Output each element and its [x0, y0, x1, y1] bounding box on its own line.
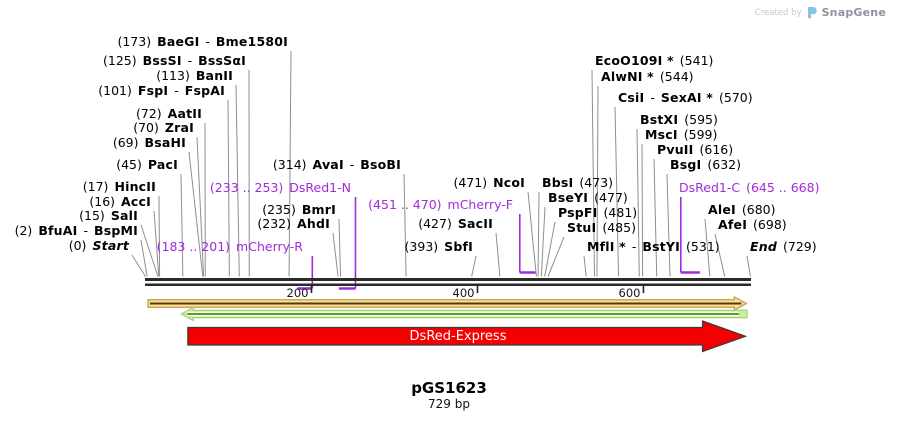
snapgene-watermark: Created by SnapGene: [755, 6, 886, 19]
leader-line: [288, 50, 292, 277]
leader-line: [540, 206, 546, 277]
dsred-express-feature-label: DsRed-Express: [409, 328, 507, 344]
site-label-AvaI-BsoBI[interactable]: (314)AvaI - BsoBI: [272, 157, 401, 172]
leader-line: [746, 255, 751, 277]
leader-line: [704, 218, 711, 277]
site-label-SbfI[interactable]: (393)SbfI: [404, 239, 473, 254]
site-label-FspI-FspAI[interactable]: (101)FspI - FspAI: [98, 83, 225, 98]
site-label-NcoI[interactable]: (471)NcoI: [453, 175, 525, 190]
snapgene-logo-icon: [807, 7, 817, 19]
site-label-MscI[interactable]: MscI(599): [645, 127, 718, 142]
site-label-Start: (0)Start: [68, 238, 129, 253]
leader-line: [583, 255, 587, 277]
leader-line: [527, 191, 537, 277]
site-label-BsaHI[interactable]: (69)BsaHI: [112, 135, 186, 150]
leader-line: [140, 224, 159, 277]
site-label-SacII[interactable]: (427)SacII: [418, 216, 493, 231]
leader-line: [140, 239, 148, 277]
leader-line: [714, 233, 726, 277]
leader-line: [196, 136, 205, 277]
leader-line: [653, 158, 658, 277]
leader-line: [471, 255, 477, 277]
leader-line: [537, 191, 540, 277]
site-label-BbsI[interactable]: BbsI(473): [542, 175, 613, 190]
ruler-label-600: 600: [618, 286, 641, 300]
site-label-BanII[interactable]: (113)BanII: [156, 68, 233, 83]
leader-line: [235, 84, 240, 277]
site-label-CsiI-SexAI[interactable]: CsiI - SexAI *(570): [618, 90, 753, 105]
leader-line: [547, 236, 565, 277]
site-label-StuI[interactable]: StuI(485): [567, 220, 636, 235]
site-label-AhdI[interactable]: (232)AhdI: [257, 216, 330, 231]
site-label-BssSI-BssSI[interactable]: (125)BssSI - BssSαI: [102, 53, 246, 68]
site-label-End: End(729): [750, 239, 817, 254]
created-by-text: Created by: [754, 7, 802, 18]
site-label-HincII[interactable]: (17)HincII: [82, 179, 156, 194]
leader-line: [591, 69, 595, 277]
site-label-PvuII[interactable]: PvuII(616): [657, 142, 734, 157]
site-label-BstXI[interactable]: BstXI(595): [640, 112, 718, 127]
site-label-ZraI[interactable]: (70)ZraI: [133, 120, 194, 135]
leader-line: [403, 173, 407, 277]
site-label-BmrI[interactable]: (235)BmrI: [262, 202, 336, 217]
leader-line: [636, 128, 640, 277]
plasmid-name: pGS1623: [411, 379, 487, 397]
site-label-MflI-BstYI[interactable]: MflI * - BstYI(531): [587, 239, 720, 254]
primer-label-DsRed1-C[interactable]: DsRed1-C(645 .. 668): [679, 180, 820, 195]
sequence-line-top[interactable]: [145, 278, 751, 281]
leader-line: [666, 173, 671, 277]
leader-line: [153, 210, 160, 277]
leader-line: [158, 195, 161, 277]
leader-line: [188, 151, 204, 277]
site-label-BfuAI-BspMI[interactable]: (2)BfuAI - BspMI: [14, 223, 138, 238]
site-label-EcoO109I[interactable]: EcoO109I *(541): [595, 53, 714, 68]
primer-label-mCherry-R[interactable]: (183 .. 201)mCherry-R: [156, 239, 303, 254]
primer-label-mCherry-F[interactable]: (451 .. 470)mCherry-F: [368, 197, 513, 212]
title-block: pGS1623 729 bp: [0, 379, 898, 413]
leader-line: [495, 232, 501, 277]
site-label-BsgI[interactable]: BsgI(632): [670, 157, 741, 172]
site-label-AccI[interactable]: (16)AccI: [89, 194, 151, 209]
primer-label-DsRed1-N[interactable]: (233 .. 253)DsRed1-N: [209, 180, 351, 195]
leader-line: [641, 143, 644, 277]
site-label-AfeI[interactable]: AfeI(698): [718, 217, 787, 232]
ruler-label-400: 400: [452, 286, 475, 300]
ruler-label-200: 200: [286, 286, 309, 300]
leader-line: [131, 254, 146, 277]
plasmid-length: 729 bp: [428, 397, 470, 411]
site-label-PacI[interactable]: (45)PacI: [116, 157, 178, 172]
snapgene-brand-text: SnapGene: [821, 6, 886, 19]
leader-line: [614, 106, 620, 277]
leader-line: [180, 173, 184, 277]
leader-line: [332, 232, 339, 277]
site-label-AlwNI[interactable]: AlwNI *(544): [601, 69, 694, 84]
leader-line: [544, 221, 556, 277]
leader-line: [227, 99, 230, 277]
site-label-PspFI[interactable]: PspFI(481): [558, 205, 638, 220]
site-label-AatII[interactable]: (72)AatII: [135, 106, 202, 121]
dsred-express-arrow[interactable]: [187, 320, 748, 353]
leader-line: [338, 218, 342, 277]
site-label-AleI[interactable]: AleI(680): [708, 202, 776, 217]
sequence-line-bottom[interactable]: [145, 283, 751, 287]
site-label-BaeGI-Bme1580I[interactable]: (173)BaeGI - Bme1580I: [117, 34, 288, 49]
site-label-BseYI[interactable]: BseYI(477): [548, 190, 628, 205]
site-label-SalI[interactable]: (15)SalI: [79, 208, 138, 223]
leader-line: [596, 85, 599, 277]
